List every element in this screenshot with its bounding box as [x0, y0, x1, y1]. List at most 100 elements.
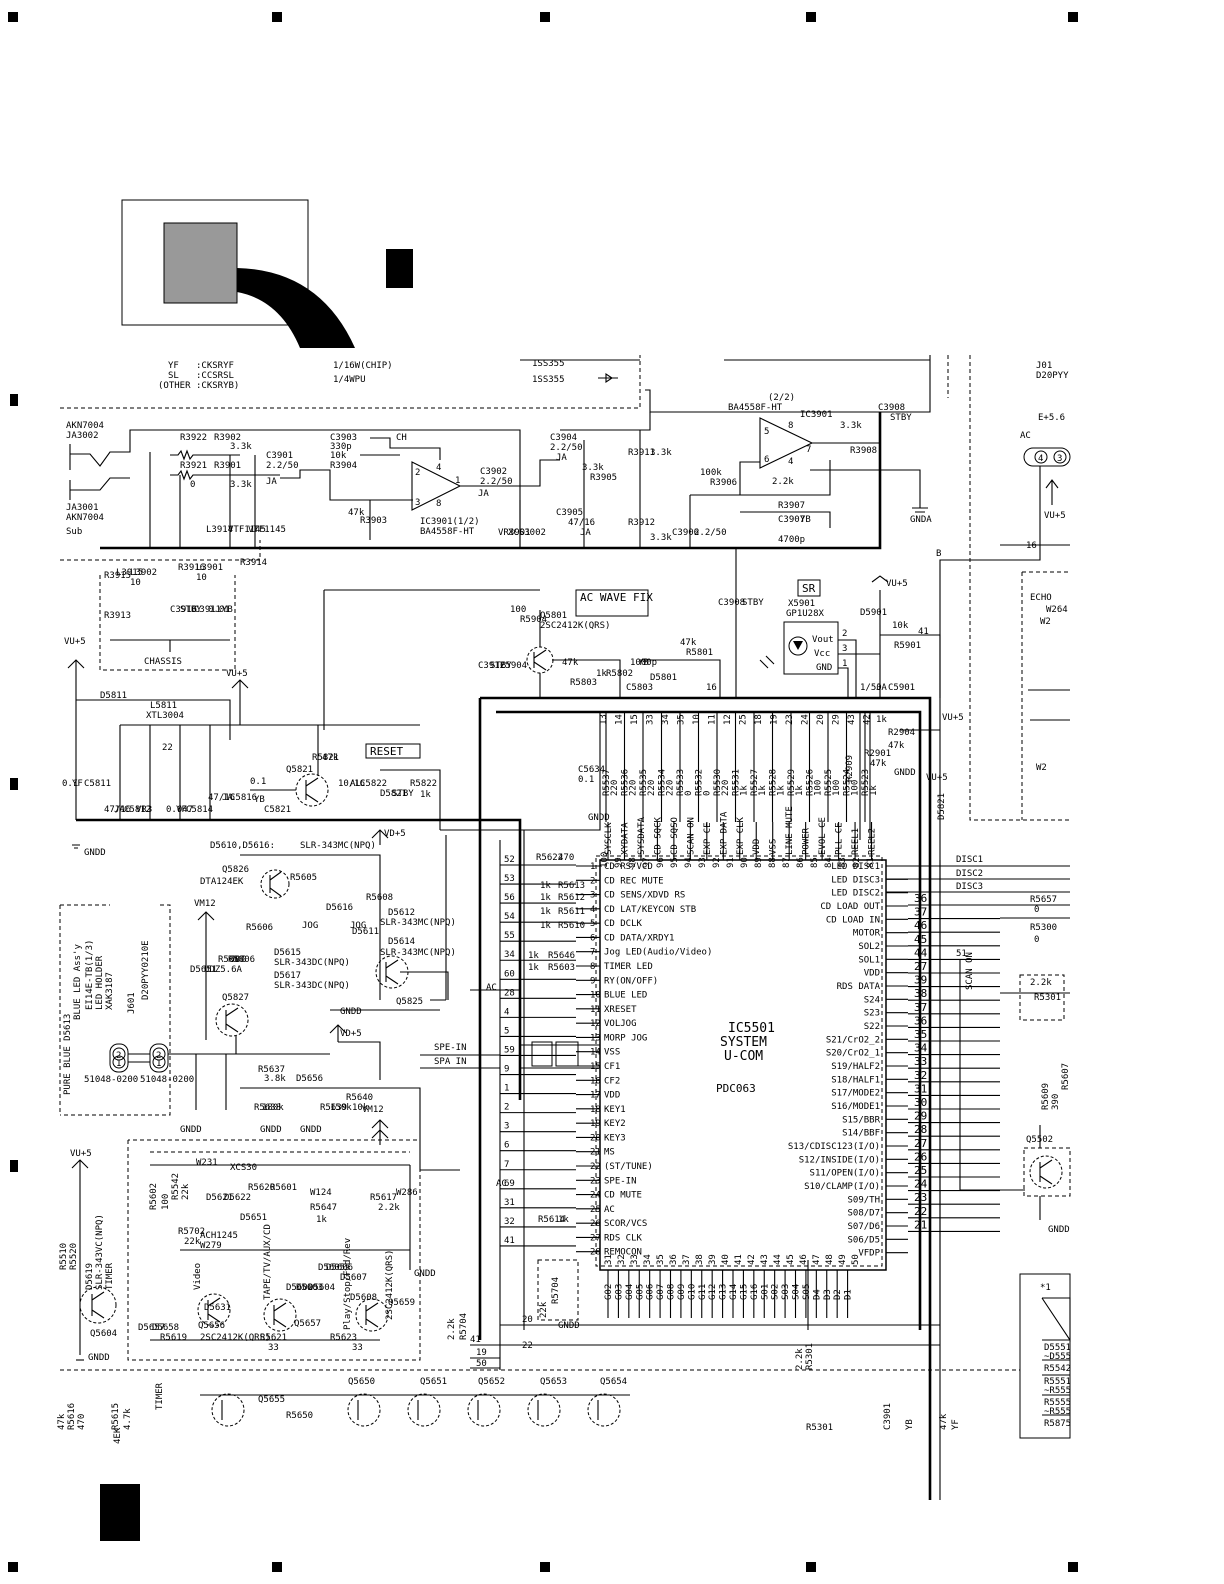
svg-text::CKSRYF: :CKSRYF [196, 361, 234, 371]
ic-left-pin-label: MORP JOG [604, 1033, 647, 1043]
svg-text:GP1U28X: GP1U28X [786, 609, 825, 619]
ic-left-pin-label: CD RS/VCD [604, 862, 653, 872]
wire-number: 34 [914, 1042, 928, 1055]
resistor-array-label: R5526 [806, 769, 816, 796]
svg-text:Q5652: Q5652 [478, 1377, 505, 1387]
svg-text:R5607: R5607 [218, 955, 245, 965]
ic-right-pin-label: LED DISC1 [831, 862, 880, 872]
svg-text:D5607: D5607 [340, 1273, 367, 1283]
ic-bottom-pin-label: G08 [667, 1284, 677, 1300]
svg-text:41: 41 [470, 1335, 481, 1345]
svg-text:L3901: L3901 [196, 563, 223, 573]
svg-text:DISC1: DISC1 [956, 855, 983, 865]
svg-text:C3911: C3911 [194, 605, 221, 615]
wire-number: 27 [914, 960, 927, 973]
ic-top-pin-number: 92 [712, 857, 722, 868]
svg-text:J01: J01 [1036, 361, 1052, 371]
svg-text:R2901: R2901 [864, 749, 891, 759]
resistor-array-value: 220 [647, 780, 657, 796]
svg-text:R5617: R5617 [370, 1193, 397, 1203]
svg-text:DTA124EK: DTA124EK [200, 877, 244, 887]
svg-text:SPA IN: SPA IN [434, 1057, 467, 1067]
svg-text:W264: W264 [1046, 605, 1068, 615]
svg-text:2.2k: 2.2k [772, 477, 794, 487]
svg-text:22k: 22k [539, 1301, 549, 1318]
wire-number: 11 [708, 714, 718, 725]
svg-text:R5637: R5637 [258, 1065, 285, 1075]
svg-text:JA: JA [556, 453, 567, 463]
svg-text:3.3k: 3.3k [230, 480, 252, 490]
ic-bottom-pin-label: G14 [729, 1284, 739, 1300]
ic-right-pin-label: CD LOAD OUT [820, 902, 880, 912]
svg-text:R5901: R5901 [894, 641, 921, 651]
svg-text:47k: 47k [322, 753, 339, 763]
ic-left-pin-label: VOLJOG [604, 1019, 637, 1029]
svg-text:D5811: D5811 [100, 691, 127, 701]
svg-text:R5602: R5602 [149, 1183, 159, 1210]
wire-number: 35 [914, 1028, 927, 1041]
resistor-array-label: R5533 [676, 769, 686, 796]
svg-text:5: 5 [764, 427, 769, 437]
ic-right-pin-label: MOTOR [853, 929, 881, 939]
svg-text:STBY: STBY [742, 598, 764, 608]
svg-text:R3907: R3907 [778, 501, 805, 511]
ic-left-pin-label: VSS [604, 1048, 620, 1058]
svg-text:1k: 1k [596, 669, 607, 679]
ic-bottom-pin-number: 40 [721, 1254, 731, 1265]
svg-text:R5615: R5615 [111, 1403, 121, 1430]
svg-text:GNDD: GNDD [340, 1007, 362, 1017]
ic-left-pin-label: KEY1 [604, 1105, 626, 1115]
svg-text:SLR-343DC(NPQ): SLR-343DC(NPQ) [274, 981, 350, 991]
svg-text:47/16: 47/16 [568, 518, 595, 528]
registration-mark [540, 1562, 550, 1572]
ic-top-pin-number: 95 [670, 857, 680, 868]
ic-top-pin-number: 86 [796, 857, 806, 868]
ic-right-pin-label: S19/HALF2 [831, 1062, 880, 1072]
resistor-array-value: 100 [832, 780, 842, 796]
wire-number: 7 [504, 1160, 509, 1170]
ic-top-pin-label: SYSDATA [637, 816, 647, 855]
ic-left-pin-label: CF2 [604, 1076, 620, 1086]
svg-text:CH: CH [396, 433, 407, 443]
svg-text:1k: 1k [528, 963, 539, 973]
svg-text:3: 3 [842, 644, 847, 654]
svg-text:Q5604: Q5604 [90, 1329, 117, 1339]
svg-text:Video: Video [193, 1263, 203, 1290]
svg-text:GNDD: GNDD [588, 813, 610, 823]
ic-bottom-pin-number: 37 [682, 1254, 692, 1265]
svg-text:R3915: R3915 [104, 571, 131, 581]
svg-text:D5604: D5604 [308, 1283, 335, 1293]
svg-text:0.01: 0.01 [208, 605, 230, 615]
svg-text:Q5650: Q5650 [348, 1377, 375, 1387]
wire-number: 43 [847, 714, 857, 725]
svg-text:R5301: R5301 [805, 1343, 815, 1370]
svg-text:7: 7 [806, 445, 811, 455]
svg-text:X5901: X5901 [788, 599, 815, 609]
svg-text:8: 8 [788, 421, 793, 431]
svg-text:R5639: R5639 [320, 1103, 347, 1113]
svg-text:1k: 1k [540, 907, 551, 917]
ic-bottom-pin-number: 44 [773, 1254, 783, 1265]
resistor-array-value: 1k [795, 785, 805, 796]
svg-text:R3913: R3913 [104, 611, 131, 621]
wire-number: 31 [504, 1198, 515, 1208]
svg-text:R5640: R5640 [346, 1093, 373, 1103]
svg-text:R5622: R5622 [536, 853, 563, 863]
svg-text:3.3k: 3.3k [230, 442, 252, 452]
ic-left-pin-number: 9 [590, 976, 595, 986]
ic-top-pin-label: PLL CE [835, 822, 845, 855]
svg-text:W286: W286 [396, 1188, 418, 1198]
legend: YF :CKSRYF SL :CCSRSL (OTHER :CKSRYB) 1/… [158, 359, 618, 391]
svg-text:C3907: C3907 [778, 515, 805, 525]
ic-left-pin-label: CD REC MUTE [604, 876, 664, 886]
svg-text:IC5501: IC5501 [728, 1021, 775, 1036]
resistor-array-label: R5529 [787, 769, 797, 796]
svg-text:STBY: STBY [180, 605, 202, 615]
svg-text:D5622: D5622 [224, 1193, 251, 1203]
ic-right-pin-label: S13/CDISC123(I/O) [788, 1142, 880, 1152]
ic-bottom-pin-label: D3 [823, 1289, 833, 1300]
svg-text:16: 16 [706, 683, 717, 693]
ic-bottom-pin-label: S01 [760, 1284, 770, 1300]
